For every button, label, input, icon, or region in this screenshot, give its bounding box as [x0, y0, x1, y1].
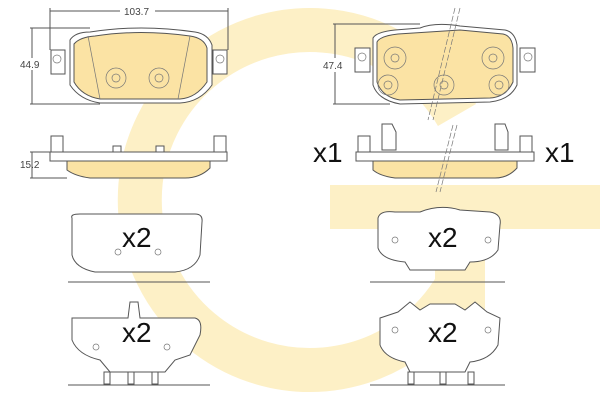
quantity-shim-top-right: x2: [428, 222, 458, 253]
quantity-shim-bottom-right: x2: [428, 317, 458, 348]
left-pad-front-view: 103.7 44.9: [20, 7, 229, 105]
quantity-right-pad: x1: [545, 137, 575, 168]
shim-top-left: [68, 213, 210, 283]
dimension-thickness: 15.2: [20, 160, 40, 171]
left-pad-side-view: 15.2: [20, 135, 228, 179]
dimension-height: 47.4: [323, 61, 343, 72]
quantity-shim-bottom-left: x2: [122, 317, 152, 348]
right-pad-side-view: [355, 123, 535, 193]
quantity-shim-top-left: x2: [122, 222, 152, 253]
shim-top-right: [370, 206, 505, 283]
right-pad-front-view: 47.4: [323, 7, 536, 121]
dimension-width: 103.7: [124, 7, 149, 18]
shim-bottom-left: [68, 301, 210, 386]
shim-bottom-right: [370, 301, 505, 386]
dimension-height: 44.9: [20, 60, 40, 71]
quantity-left-pad: x1: [313, 137, 343, 168]
